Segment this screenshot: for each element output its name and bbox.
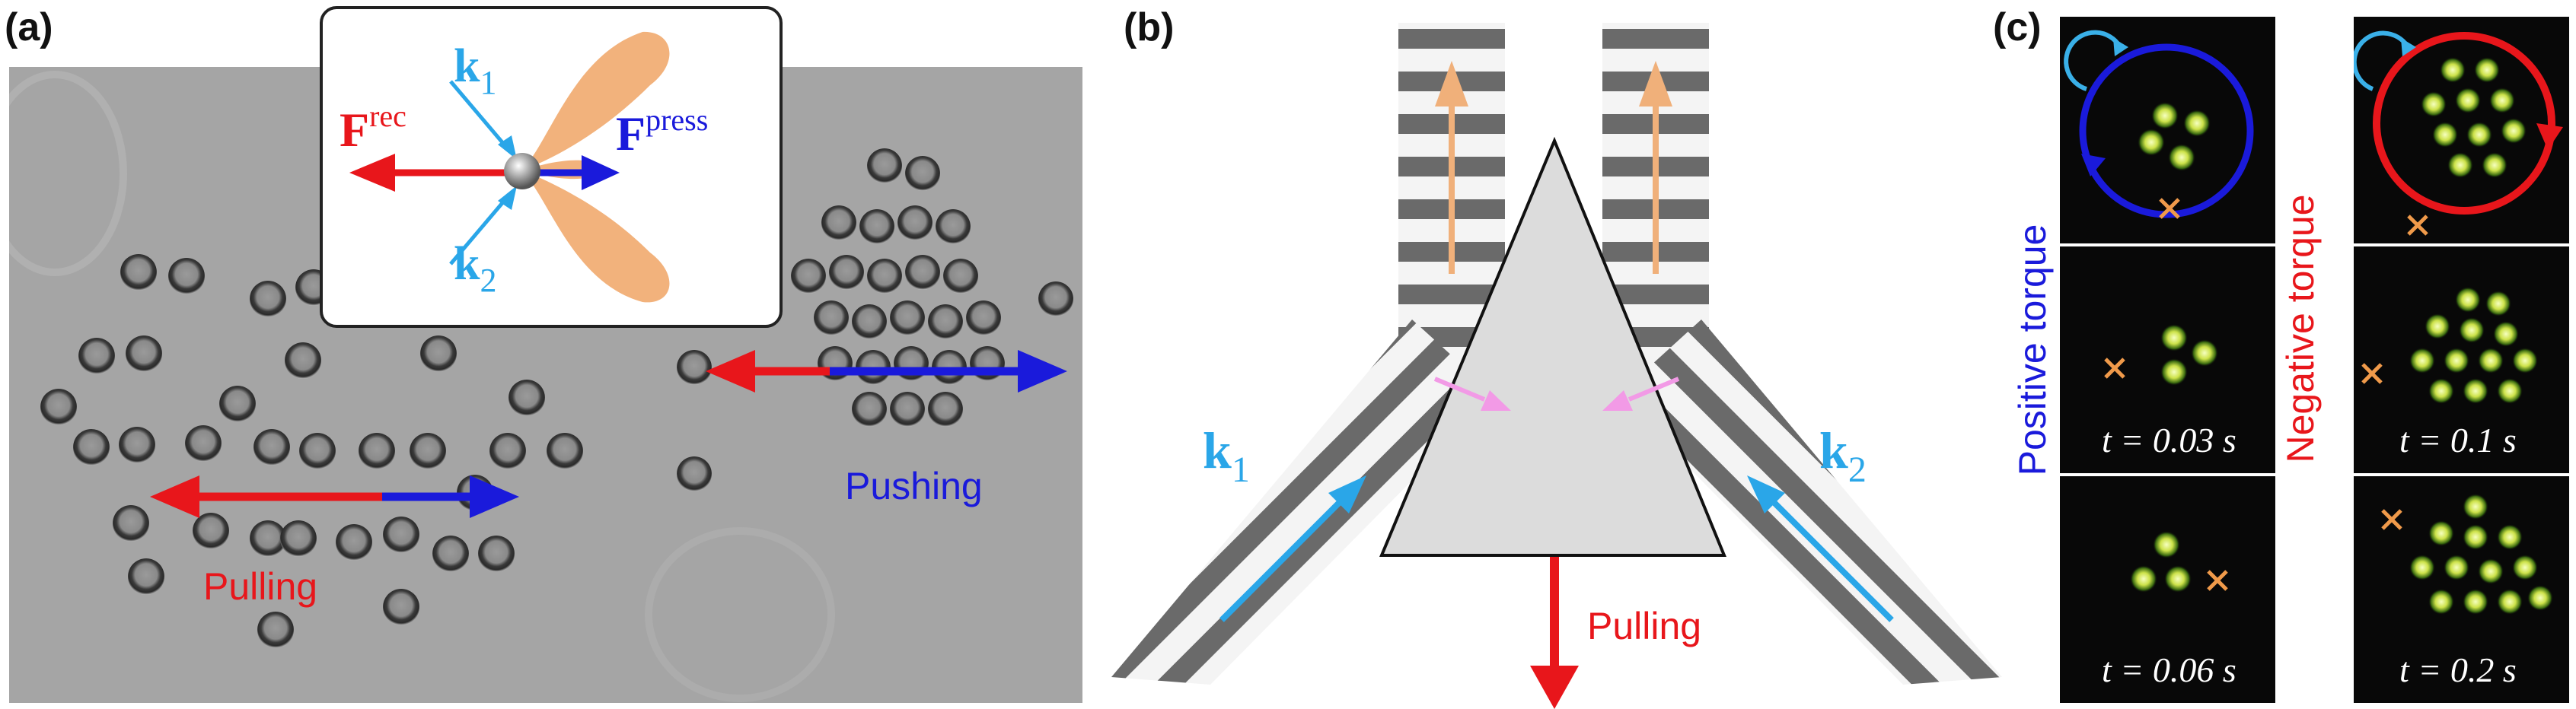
orange-arrow-left [1435, 61, 1468, 274]
bead-cluster-left [40, 254, 583, 648]
cross-marker [2381, 509, 2402, 530]
cross-marker [2159, 198, 2180, 219]
panel-b-diagram: Pulling k1 k2 [1100, 15, 2013, 709]
f-rec-label: Frec [340, 99, 406, 157]
triangle-particle [1379, 136, 1726, 557]
frame-negative-bot: t = 0.2 s [2354, 476, 2569, 703]
frame-positive-mid: t = 0.03 s [2060, 246, 2275, 473]
k2-label: k2 [1819, 421, 1867, 490]
particle [504, 153, 540, 189]
pulling-label-b: Pulling [1587, 605, 1701, 647]
pushing-arrow [706, 350, 1067, 393]
frame-negative-mid: t = 0.1 s [2354, 246, 2569, 473]
panel-a-label: (a) [5, 5, 53, 49]
pink-arrow-right [1602, 377, 1680, 411]
cross-marker [2407, 215, 2428, 236]
pulling-arrow [150, 475, 519, 518]
panel-b-label: (b) [1124, 5, 1175, 49]
pushing-label: Pushing [845, 465, 983, 507]
cross-marker [2104, 358, 2125, 379]
time-label-negative-mid: t = 0.1 s [2399, 421, 2517, 459]
k2-arrow [1747, 475, 1894, 622]
f-press-label: Fpress [616, 103, 708, 161]
frame-positive-bot: t = 0.06 s [2060, 476, 2275, 703]
pink-arrow-left [1433, 377, 1511, 411]
negative-torque-label: Negative torque [2279, 194, 2322, 463]
k1-inset-arrow [449, 80, 517, 160]
time-label-negative-bot: t = 0.2 s [2399, 650, 2517, 689]
orange-arrow-right [1639, 61, 1672, 274]
pulling-arrow-b [1530, 557, 1579, 709]
f-rec-arrow [349, 154, 521, 192]
beam-k2 [1618, 320, 2002, 685]
bead-cluster-right [677, 148, 1073, 491]
beam-k1 [1111, 320, 1496, 685]
panel-a-inset: k1 k2 Frec Fpress [320, 6, 783, 328]
time-label-positive-bot: t = 0.06 s [2102, 650, 2236, 689]
k2-inset-arrow [449, 186, 517, 265]
frame-negative-top [2354, 17, 2569, 243]
pulling-label-a: Pulling [203, 565, 317, 608]
cross-marker [2207, 570, 2228, 591]
positive-torque-label: Positive torque [2011, 224, 2054, 476]
time-label-positive-mid: t = 0.03 s [2102, 421, 2236, 459]
cross-marker [2361, 363, 2383, 384]
k2-inset-label: k2 [454, 238, 496, 299]
k1-inset-label: k1 [454, 40, 496, 101]
k1-label: k1 [1203, 421, 1250, 490]
k1-arrow [1219, 475, 1366, 622]
panel-c-label: (c) [1993, 5, 2042, 49]
frame-positive-top [2060, 17, 2275, 243]
